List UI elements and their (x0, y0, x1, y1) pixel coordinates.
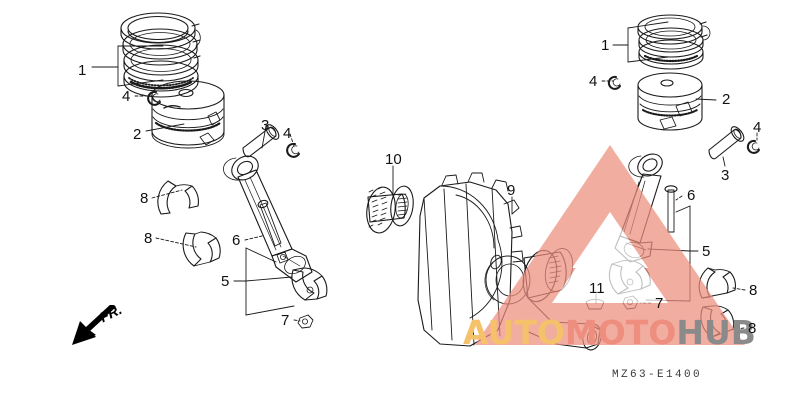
callout-8-right-b: 8 (748, 320, 757, 337)
callout-4-right-b: 4 (753, 119, 762, 136)
callout-8-left-a: 8 (140, 190, 149, 207)
watermark-hub: HUB (676, 313, 756, 352)
callout-1-right: 1 (601, 37, 610, 54)
callout-3-right: 3 (721, 167, 730, 184)
callout-4-right-a: 4 (589, 73, 598, 90)
callout-9: 9 (507, 182, 516, 199)
connecting-rod-nut-left (297, 314, 314, 329)
connecting-rod-cap-right (608, 260, 651, 295)
watermark-moto: MOTO (564, 313, 677, 352)
primary-drive-gear (366, 185, 414, 234)
callout-5-right: 5 (702, 243, 711, 260)
watermark-auto: AUTO (463, 313, 565, 352)
piston-pin-clip-left-b (286, 142, 300, 158)
piston-right (637, 72, 703, 131)
crank-bearing-shell-left-b (182, 231, 221, 267)
callout-5-left: 5 (221, 273, 230, 290)
front-direction-arrow (72, 305, 116, 345)
part-number-label: MZ63-E1400 (612, 369, 703, 381)
callout-8-left-b: 8 (144, 230, 153, 247)
piston-pin-left (242, 124, 280, 158)
piston-pin-clip-left-a (147, 90, 161, 106)
crank-bearing-shell-right-a (698, 267, 736, 299)
callout-3-left: 3 (261, 117, 270, 134)
callout-7-right: 7 (655, 295, 664, 312)
callout-6-left: 6 (232, 232, 241, 249)
watermark-text: AUTOMOTOHUB (463, 316, 756, 349)
connecting-rod-cap-left (291, 267, 328, 301)
callout-8-right-a: 8 (749, 282, 758, 299)
callout-11: 11 (589, 280, 605, 297)
connecting-rod-right (614, 153, 678, 263)
callout-2-right: 2 (722, 91, 731, 108)
callout-4-left-a: 4 (122, 88, 131, 105)
piston-ring-set-left (120, 12, 201, 98)
piston-pin-right (708, 126, 745, 160)
piston-pin-clip-right-a (607, 75, 621, 90)
callout-2-left: 2 (133, 126, 142, 143)
crank-bearing-shell-left-a (157, 180, 199, 215)
piston-ring-set-right (637, 14, 711, 70)
connecting-rod-left (223, 155, 313, 283)
callout-1-left: 1 (78, 62, 87, 79)
callout-10: 10 (385, 151, 402, 168)
connecting-rod-nut-right (622, 295, 639, 310)
callout-4-left-b: 4 (283, 125, 292, 142)
callout-7-left: 7 (281, 312, 290, 329)
callout-6-right: 6 (687, 187, 696, 204)
piston-left (151, 80, 225, 149)
piston-pin-clip-right-b (746, 139, 760, 154)
woodruff-key (585, 299, 605, 310)
